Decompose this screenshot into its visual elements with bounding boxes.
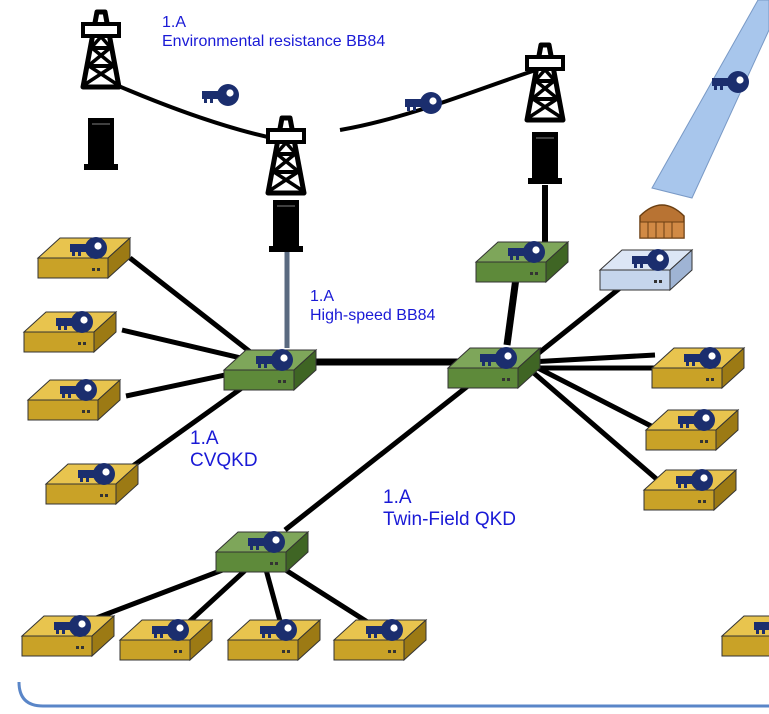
label-id: 1.A bbox=[162, 14, 187, 31]
label-highspeed-bb84: 1.A High-speed BB84 bbox=[310, 288, 435, 326]
qkd-node-gold bbox=[37, 237, 131, 279]
aerial-fiber-right bbox=[339, 66, 543, 132]
terminal-icon bbox=[268, 199, 304, 253]
qkd-node-gold bbox=[333, 619, 427, 661]
qkd-node-green-top bbox=[475, 241, 569, 283]
frame-border bbox=[17, 681, 769, 708]
qkd-hub-green-bottom bbox=[215, 531, 309, 573]
qkd-node-gold bbox=[119, 619, 213, 661]
qkd-node-gold bbox=[227, 619, 321, 661]
power-tower-icon bbox=[83, 12, 119, 87]
terminal-icon bbox=[83, 117, 119, 171]
qkd-node-gold bbox=[643, 469, 737, 511]
qkd-node-gold bbox=[23, 311, 117, 353]
label-text: High-speed BB84 bbox=[310, 306, 436, 324]
key-icon bbox=[202, 84, 239, 106]
qkd-node-gold bbox=[651, 347, 745, 389]
aerial-fiber-left bbox=[99, 76, 283, 142]
telescope-icon bbox=[639, 204, 685, 239]
label-text: Environmental resistance BB84 bbox=[162, 32, 386, 50]
links-left-hub bbox=[121, 256, 480, 471]
power-tower-icon bbox=[268, 118, 304, 193]
label-id: 1.A bbox=[190, 428, 219, 449]
label-text: Twin-Field QKD bbox=[383, 509, 517, 531]
qkd-hub-green-right bbox=[447, 347, 541, 389]
link-green-vertical bbox=[503, 277, 520, 346]
qkd-node-ground-station bbox=[599, 249, 693, 291]
label-id: 1.A bbox=[310, 288, 335, 305]
qkd-node-gold bbox=[645, 409, 739, 451]
terminal-icon bbox=[527, 131, 563, 185]
qkd-node-gold-partial bbox=[721, 615, 769, 657]
label-twinfield-qkd: 1.A Twin-Field QKD bbox=[383, 487, 516, 532]
qkd-node-gold bbox=[45, 463, 139, 505]
label-id: 1.A bbox=[383, 487, 412, 508]
qkd-node-gold bbox=[21, 615, 115, 657]
label-cvqkd: 1.A CVQKD bbox=[190, 428, 258, 473]
label-environmental-bb84: 1.A Environmental resistance BB84 bbox=[162, 14, 385, 52]
power-tower-icon bbox=[527, 45, 563, 120]
free-space-beam bbox=[651, 0, 769, 199]
qkd-node-gold bbox=[27, 379, 121, 421]
label-text: CVQKD bbox=[190, 450, 258, 472]
